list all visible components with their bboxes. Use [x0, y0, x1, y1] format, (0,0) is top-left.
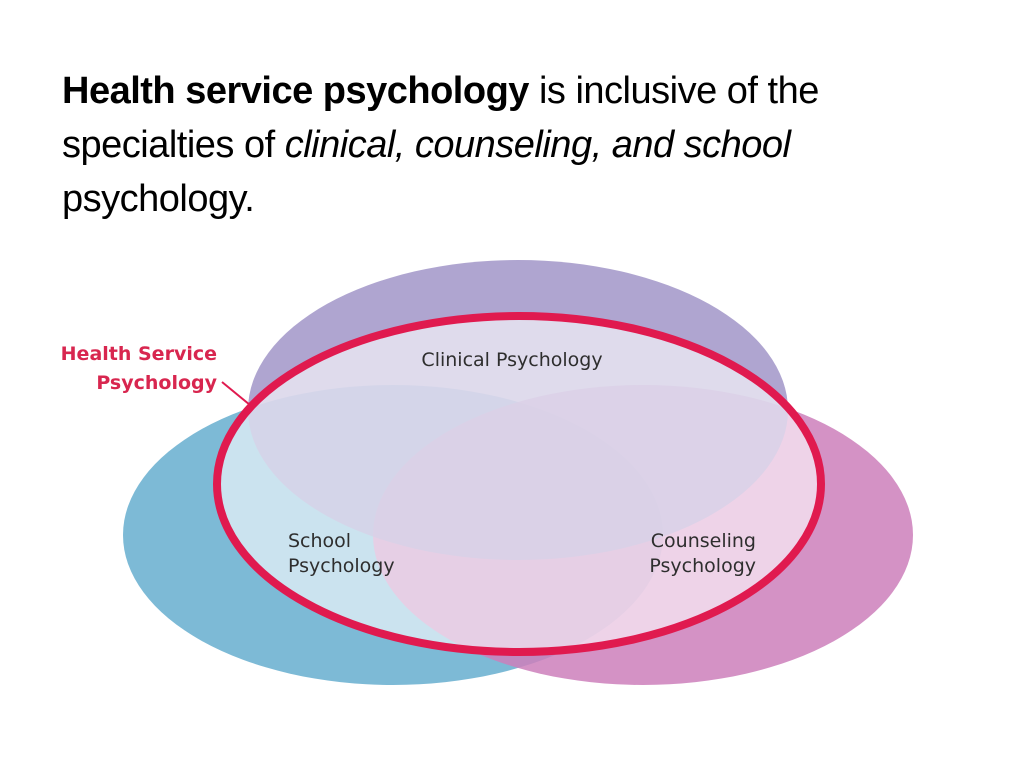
counseling-psychology-label-line2: Psychology [649, 555, 756, 577]
health-service-psychology-region [217, 316, 821, 652]
health-service-psychology-label-line1: Health Service [61, 343, 217, 365]
school-psychology-label-line1: School [288, 530, 351, 552]
heading-text-after-bold: is inclusive of the specialties of [62, 70, 819, 166]
heading-bold-text: Health service psychology [62, 70, 529, 112]
heading-italic-text: clinical, counseling, and school [284, 124, 791, 166]
health-service-psychology-label-line2: Psychology [96, 372, 217, 394]
health-service-psychology-ring [213, 312, 825, 656]
health-service-psychology-leader-line [221, 381, 251, 406]
counseling-psychology-label-line1: Counseling [651, 530, 756, 552]
slide-heading: Health service psychology is inclusive o… [62, 64, 882, 226]
clinical-psychology-label: Clinical Psychology [421, 349, 602, 371]
heading-text-end: psychology. [62, 178, 255, 220]
school-psychology-label-line2: Psychology [288, 555, 395, 577]
